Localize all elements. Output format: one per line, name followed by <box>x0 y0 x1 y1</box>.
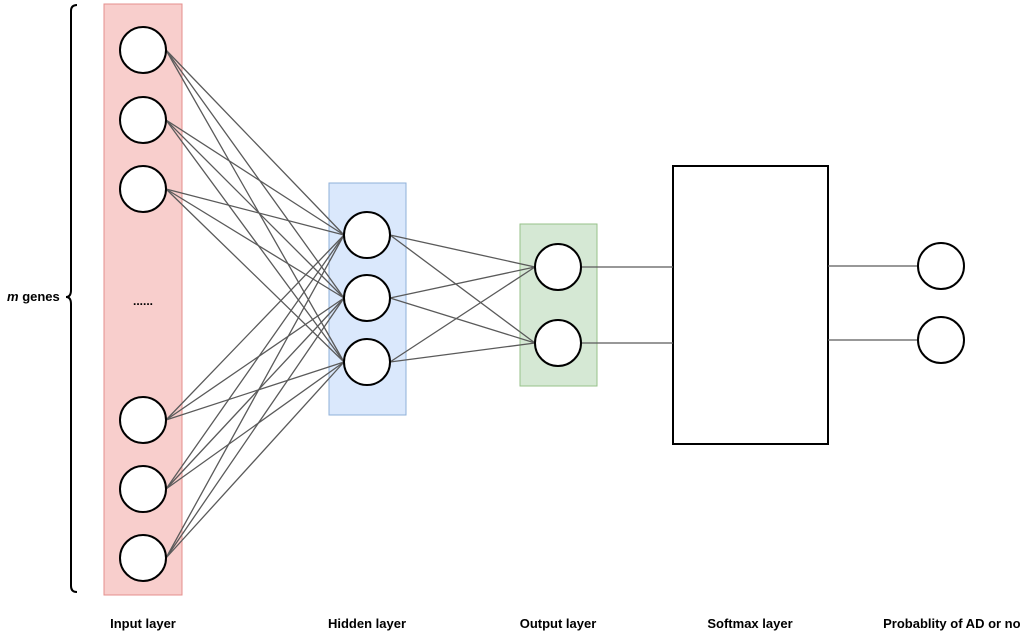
softmax-layer-label: Softmax layer <box>707 616 793 631</box>
edge-input-4-hidden-1 <box>165 297 345 490</box>
edge-hidden-2-output-1 <box>389 342 536 363</box>
edge-input-2-hidden-0 <box>165 188 345 236</box>
m-genes-label: m genes <box>7 289 60 304</box>
output-node-1 <box>534 319 582 367</box>
hidden-layer-label: Hidden layer <box>327 616 407 631</box>
input-node-5 <box>119 534 167 582</box>
edge-input-0-hidden-2 <box>165 49 345 363</box>
edge-input-5-hidden-0 <box>165 234 345 559</box>
edge-input-0-hidden-0 <box>165 49 345 236</box>
input-node-3 <box>119 396 167 444</box>
hidden-node-0 <box>343 211 391 259</box>
edge-hidden-0-output-0 <box>389 234 536 268</box>
edge-input-1-hidden-0 <box>165 119 345 236</box>
input-layer-label: Input layer <box>110 616 176 631</box>
hidden-node-1 <box>343 274 391 322</box>
input-node-0 <box>119 26 167 74</box>
edge-input-3-hidden-2 <box>165 361 345 421</box>
edge-hidden-1-output-1 <box>389 297 536 344</box>
edge-hidden-0-output-1 <box>389 234 536 344</box>
m-genes-brace <box>65 4 78 593</box>
edge-input-2-hidden-1 <box>165 188 345 299</box>
hidden-node-2 <box>343 338 391 386</box>
edge-input-1-hidden-1 <box>165 119 345 299</box>
m-variable: m <box>7 289 19 304</box>
genes-text: genes <box>22 289 60 304</box>
probability-label: Probablity of AD or not <box>883 616 1020 631</box>
edge-input-4-hidden-2 <box>165 361 345 490</box>
edge-input-4-hidden-0 <box>165 234 345 490</box>
input-node-1 <box>119 96 167 144</box>
edge-input-5-hidden-1 <box>165 297 345 559</box>
edge-input-5-hidden-2 <box>165 361 345 559</box>
edge-input-3-hidden-1 <box>165 297 345 421</box>
edge-hidden-1-output-0 <box>389 266 536 299</box>
edge-input-2-hidden-2 <box>165 188 345 363</box>
output-layer-label: Output layer <box>519 616 597 631</box>
prob-node-0 <box>917 242 965 290</box>
softmax-layer-box <box>672 165 829 445</box>
input-node-2 <box>119 165 167 213</box>
edge-input-1-hidden-2 <box>165 119 345 363</box>
output-node-0 <box>534 243 582 291</box>
edge-hidden-2-output-0 <box>389 266 536 363</box>
edge-input-0-hidden-1 <box>165 49 345 299</box>
prob-node-1 <box>917 316 965 364</box>
input-node-4 <box>119 465 167 513</box>
edge-input-3-hidden-0 <box>165 234 345 421</box>
input-ellipsis: ...... <box>133 294 153 308</box>
